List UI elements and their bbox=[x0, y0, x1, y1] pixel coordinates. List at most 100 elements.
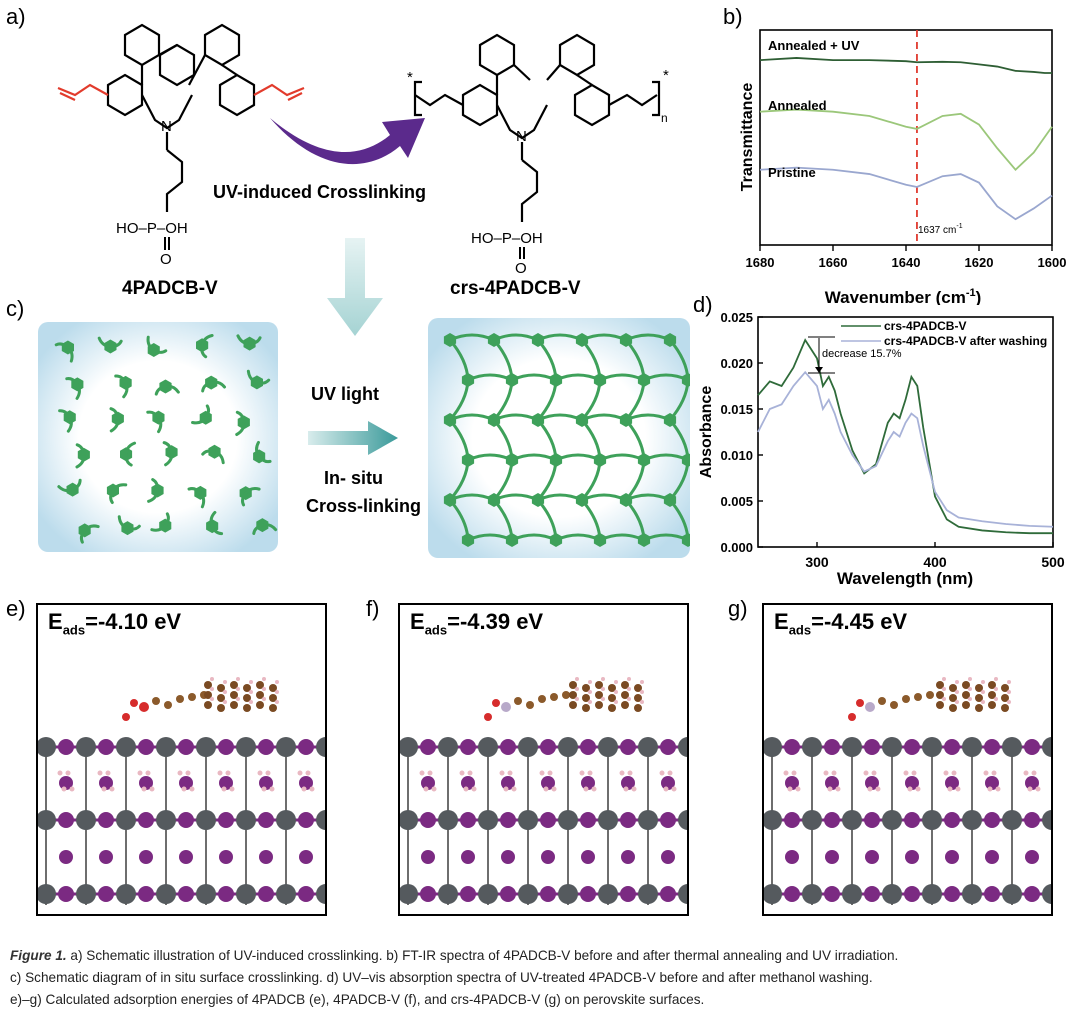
network-node bbox=[461, 373, 475, 387]
monomer-unit bbox=[58, 409, 76, 433]
panel-a-letter: a) bbox=[6, 4, 26, 29]
monomer-unit bbox=[191, 404, 212, 425]
panel-f-letter: f) bbox=[366, 596, 380, 621]
monomer-unit bbox=[54, 340, 74, 363]
panel-d-ytick-label: 0.005 bbox=[720, 494, 753, 509]
monomer-unit bbox=[201, 375, 226, 393]
network-node bbox=[593, 453, 607, 467]
monomer-unit bbox=[252, 518, 278, 536]
network-node bbox=[549, 453, 563, 467]
monomer-unit bbox=[206, 510, 224, 536]
network-node bbox=[619, 333, 633, 347]
network-node bbox=[505, 453, 519, 467]
panel-g-box: Eads=-4.45 eV bbox=[762, 603, 1053, 916]
adsorbed-molecule bbox=[848, 677, 1011, 721]
network-node bbox=[443, 493, 457, 507]
polymer-n-atom: N bbox=[516, 128, 527, 145]
network-node bbox=[663, 493, 677, 507]
crosslinked-film bbox=[428, 318, 695, 558]
monomer-unit bbox=[57, 478, 82, 497]
insitu-label-2: Cross-linking bbox=[306, 496, 422, 516]
panel-g-letter: g) bbox=[728, 596, 748, 621]
panel-b-xtick-label: 1640 bbox=[892, 255, 921, 270]
network-node bbox=[487, 413, 501, 427]
network-node bbox=[531, 333, 545, 347]
network-node bbox=[663, 333, 677, 347]
monomer-unit bbox=[109, 407, 124, 433]
monomer-unit bbox=[154, 379, 180, 396]
adsorbed-molecule bbox=[484, 677, 644, 721]
perovskite-slab bbox=[38, 737, 325, 905]
network-node bbox=[549, 373, 563, 387]
monomer-phosphonic: HO–P–OH bbox=[116, 220, 188, 237]
panel-d-letter: d) bbox=[693, 292, 713, 317]
monomer-unit bbox=[253, 440, 272, 464]
panel-c-letter: c) bbox=[6, 296, 25, 321]
panel-d-series-0 bbox=[757, 338, 1053, 535]
legend-pristine: Pristine bbox=[768, 165, 816, 180]
network-node bbox=[505, 373, 519, 387]
panel-g-energy: Eads=-4.45 eV bbox=[774, 609, 908, 638]
polymer-subscript-n: n bbox=[661, 111, 668, 125]
panel-f-energy: Eads=-4.39 eV bbox=[410, 609, 544, 638]
perovskite-slab bbox=[400, 737, 687, 905]
panel-b-xtick-label: 1600 bbox=[1038, 255, 1067, 270]
panel-d-xlabel: Wavelength (nm) bbox=[837, 569, 973, 588]
monomer-unit bbox=[146, 410, 165, 434]
uv-right-arrow bbox=[308, 421, 398, 455]
network-node bbox=[487, 333, 501, 347]
caption-line-3: e)–g) Calculated adsorption energies of … bbox=[10, 992, 705, 1007]
panel-b-xtick-label: 1680 bbox=[746, 255, 775, 270]
panel-b-ylabel: Transmittance bbox=[739, 83, 756, 192]
vinyl-groups bbox=[57, 83, 305, 101]
panel-f-box: Eads=-4.39 eV bbox=[398, 603, 689, 916]
network-node bbox=[549, 533, 563, 547]
monomer-n-atom: N bbox=[161, 118, 172, 135]
network-node bbox=[637, 533, 651, 547]
legend-crs: crs-4PADCB-V bbox=[884, 319, 966, 333]
panel-d-ytick-label: 0.020 bbox=[720, 356, 753, 371]
monomer-unit bbox=[146, 335, 168, 357]
network-node bbox=[593, 373, 607, 387]
monomer-unit bbox=[239, 486, 261, 507]
panel-b-xtick-label: 1620 bbox=[965, 255, 994, 270]
network-node bbox=[575, 493, 589, 507]
network-node bbox=[575, 333, 589, 347]
monomer-unit bbox=[120, 441, 137, 467]
panel-d-xtick-label: 400 bbox=[923, 554, 947, 570]
network-node bbox=[461, 453, 475, 467]
panel-e-box: Eads=-4.10 eV bbox=[36, 603, 327, 916]
network-node bbox=[443, 333, 457, 347]
monomer-unit bbox=[246, 369, 271, 390]
panel-d-xtick-label: 500 bbox=[1041, 554, 1065, 570]
monomer-unit bbox=[147, 478, 164, 503]
uv-light-label: UV light bbox=[311, 384, 379, 404]
panel-e-energy: Eads=-4.10 eV bbox=[48, 609, 182, 638]
panel-d-ytick-label: 0.010 bbox=[720, 448, 753, 463]
panel-b-letter: b) bbox=[723, 4, 743, 29]
polymer-label: crs-4PADCB-V bbox=[450, 278, 581, 299]
panel-e-letter: e) bbox=[6, 596, 26, 621]
network-node bbox=[487, 493, 501, 507]
network-node bbox=[461, 533, 475, 547]
network-node bbox=[531, 413, 545, 427]
panel-b-series-1 bbox=[759, 108, 1053, 172]
monomer-unit bbox=[235, 410, 250, 436]
panel-d-ylabel: Absorbance bbox=[698, 386, 715, 479]
monomer-unit bbox=[162, 441, 178, 467]
network-node bbox=[443, 413, 457, 427]
caption-line-2: c) Schematic diagram of in situ surface … bbox=[10, 970, 873, 985]
panel-d-ytick-label: 0.015 bbox=[720, 402, 753, 417]
network-node bbox=[663, 413, 677, 427]
monomer-unit bbox=[97, 336, 123, 354]
panel-d-annotation: decrease 15.7% bbox=[822, 348, 902, 360]
insitu-label-1: In- situ bbox=[324, 468, 383, 488]
panel-b-series-0 bbox=[759, 57, 1052, 74]
adsorbed-molecule bbox=[122, 677, 279, 721]
down-arrow bbox=[327, 238, 383, 336]
network-node bbox=[637, 453, 651, 467]
monomer-unit bbox=[187, 485, 207, 509]
network-node bbox=[593, 533, 607, 547]
